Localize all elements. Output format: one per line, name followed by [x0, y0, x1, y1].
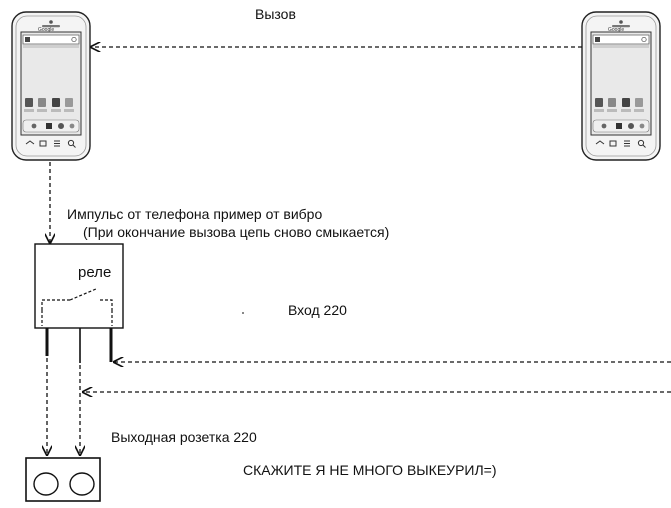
- power-socket-icon: [25, 457, 101, 502]
- relay-contact-icon: [41, 288, 113, 326]
- comment-label: СКАЖИТЕ Я НЕ МНОГО ВЫКЕУРИЛ=): [243, 462, 497, 478]
- socket-label: Выходная розетка 220: [111, 429, 257, 445]
- relay-box: [34, 243, 124, 329]
- phone-right-search-text: Google: [608, 27, 624, 33]
- phone-left: Google: [11, 11, 91, 161]
- impulse-note: (При окончание вызова цепь сново смыкает…: [83, 224, 390, 240]
- relay-label: реле: [78, 264, 112, 281]
- input-label: Вход 220: [288, 302, 347, 318]
- call-label: Вызов: [255, 6, 296, 22]
- impulse-label: Импульс от телефона пример от вибро: [67, 206, 323, 222]
- phone-right: Google: [581, 11, 661, 161]
- phone-left-search-text: Google: [38, 27, 54, 33]
